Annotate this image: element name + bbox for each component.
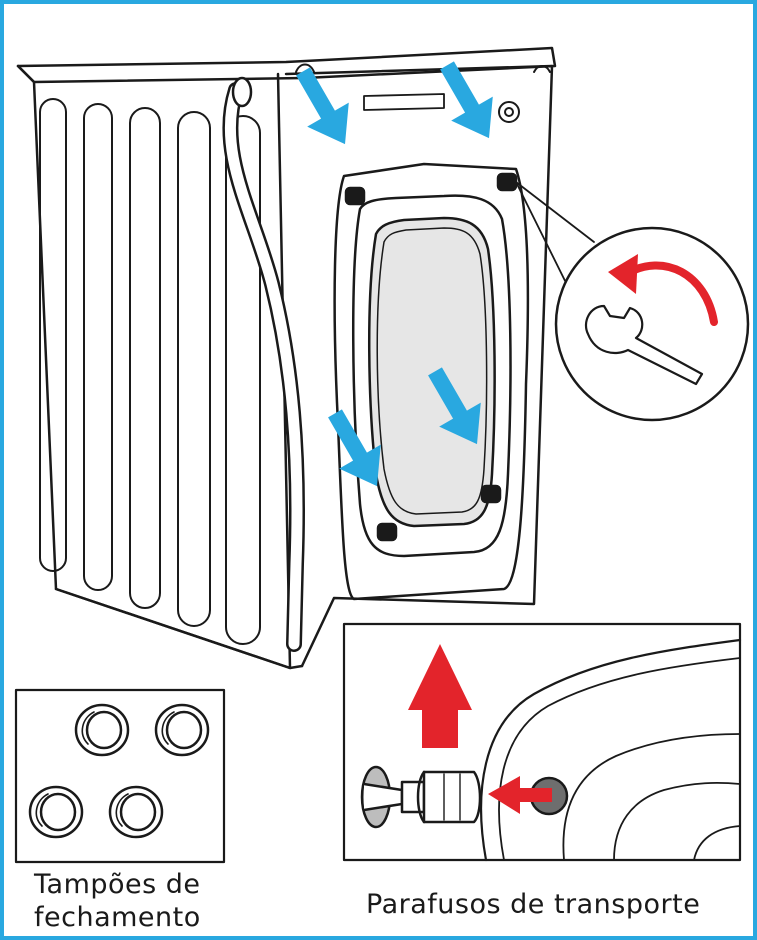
down-arrow [428, 367, 481, 445]
down-arrow [296, 67, 349, 145]
transport-bolt-top-right [496, 172, 518, 192]
down-arrow [328, 409, 381, 487]
rotate-arrow-icon [622, 261, 718, 326]
wrench-icon [584, 304, 704, 386]
bolt-detail [360, 638, 742, 862]
drain-hose [222, 76, 305, 652]
machine-top [16, 46, 557, 84]
caps-caption-line1: Tampões de [34, 869, 201, 900]
up-arrow [408, 644, 472, 748]
closing-cap [28, 785, 84, 839]
transport-bolt-bottom-left [376, 522, 398, 542]
porthole [368, 216, 496, 528]
diagram-canvas [14, 46, 750, 864]
caps-box [14, 688, 226, 864]
bolts-caption: Parafusos de transporte [366, 889, 701, 920]
down-arrow [440, 61, 493, 139]
transport-bolt [360, 765, 482, 829]
insert-arrow [488, 776, 552, 814]
bolt-detail-box [342, 622, 742, 862]
side-ribs [39, 98, 261, 645]
machine-side-bottom [54, 587, 304, 670]
caps-caption: Tampões de fechamento [34, 868, 201, 934]
transport-bolt-top-left [344, 186, 366, 206]
transport-bolt-bottom-right [480, 484, 502, 504]
back-knob [498, 101, 520, 123]
back-top-slot [363, 93, 445, 111]
red-arrows [408, 254, 638, 814]
closing-cap [108, 785, 164, 839]
closing-caps [28, 703, 210, 839]
closing-cap [154, 703, 210, 757]
closing-cap [74, 703, 130, 757]
back-plate [333, 162, 530, 601]
machine-side-panel [16, 64, 292, 670]
blue-arrows [296, 61, 493, 487]
caps-caption-line2: fechamento [34, 902, 201, 933]
washing-machine [16, 46, 557, 670]
rotate-arrow-head [608, 254, 638, 294]
machine-back-panel [284, 64, 554, 668]
wrench-zoom [554, 226, 750, 422]
